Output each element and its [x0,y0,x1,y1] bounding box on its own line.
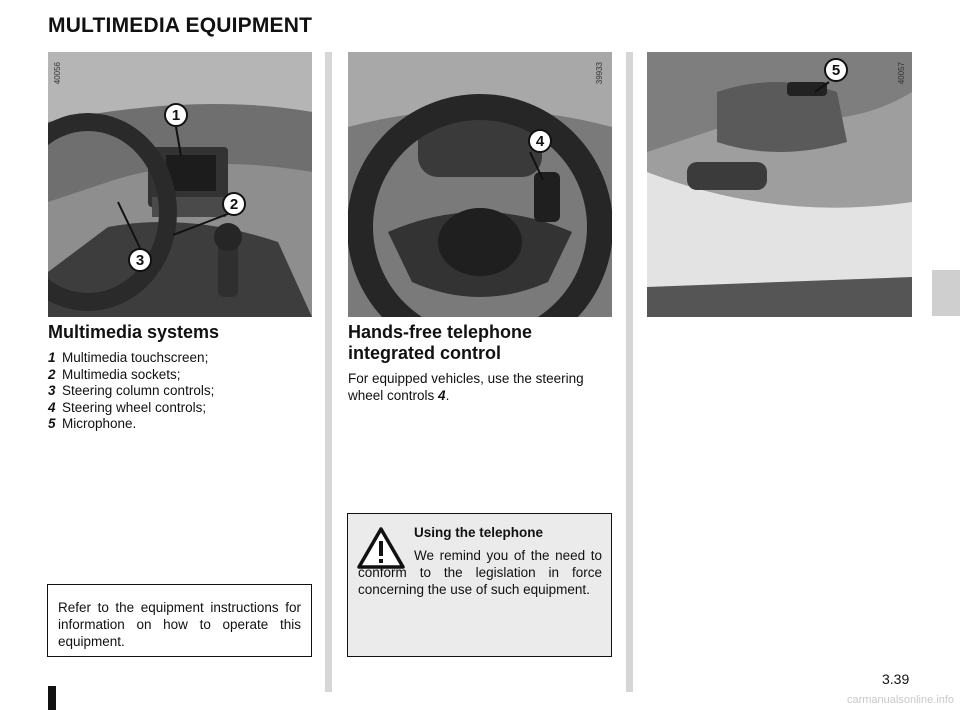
hands-free-paragraph: For equipped vehicles, use the steering … [348,370,614,404]
legend-text: Steering wheel controls; [62,399,207,415]
legend-list: 1 Multimedia touchscreen; 2 Multimedia soc… [48,350,318,433]
legend-item: 5 Microphone. [48,416,318,433]
page-number: 3.39 [882,671,910,687]
page-title: MULTIMEDIA EQUIPMENT [48,14,313,37]
legend-number: 2 [48,366,56,382]
figure-code: 39933 [595,62,604,85]
legend-item: 3 Steering column controls; [48,383,318,400]
legend-item: 1 Multimedia touchscreen; [48,350,318,367]
chapter-tab [932,270,960,316]
figure-code: 40057 [897,62,906,85]
callout-1: 1 [164,103,188,127]
dashboard-figure: 40056 1 2 3 [48,52,312,317]
watermark: carmanualsonline.info [846,694,954,706]
legend-text: Steering column controls; [62,383,215,398]
hands-free-text-end: . [445,388,450,403]
hands-free-heading: Hands-free telephone integrated control [348,322,533,363]
legend-number: 4 [48,399,56,415]
callout-4: 4 [528,129,552,153]
roof-console-figure: 40057 5 [647,52,912,317]
multimedia-systems-heading: Multimedia systems [48,322,220,342]
callout-2: 2 [222,192,246,216]
legend-number: 3 [48,383,56,398]
warning-text: We remind you of the need to conform to … [358,548,602,597]
warning-triangle-icon [357,527,405,569]
callout-5: 5 [824,58,848,82]
column-divider [325,52,332,692]
legend-number: 5 [48,416,56,431]
legend-text: Multimedia sockets; [62,366,181,382]
legend-item: 2 Multimedia sockets; [48,367,318,384]
info-note: Refer to the equipment instructions for … [47,584,312,657]
warning-title: Using the telephone [414,525,544,540]
column-divider [626,52,633,692]
legend-number: 1 [48,350,56,365]
figure-code: 40056 [53,62,62,85]
corner-mark [48,686,56,710]
warning-box: Using the telephone We remind you of the… [347,513,612,657]
hands-free-text: For equipped vehicles, use the steering … [348,371,584,403]
callout-3: 3 [128,248,152,272]
steering-wheel-figure: 39933 4 [348,52,612,317]
hands-free-ref: 4 [438,388,446,403]
legend-text: Microphone. [62,416,137,431]
legend-text: Multimedia touchscreen; [62,350,209,365]
legend-item: 4 Steering wheel controls; [48,400,318,417]
